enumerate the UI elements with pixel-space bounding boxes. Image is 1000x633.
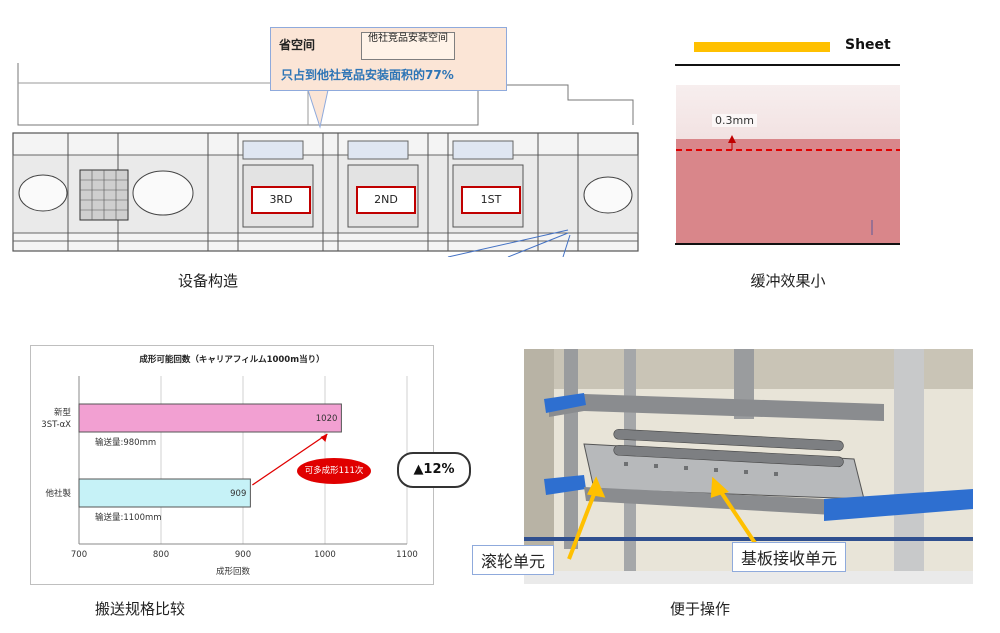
buffer-photo [676,85,900,243]
buffer-panel: Sheet 0.3mm 缓冲效果小 [660,0,1000,300]
unwind-roll [18,174,68,212]
comparison-chart: 成形可能回数（キャリアフィルム1000m当り） 700 800 900 1000 1100… [30,345,434,585]
chart-svg: 成形可能回数（キャリアフィルム1000m当り） 700 800 900 1000 1100… [41,354,418,577]
housing-outline [17,63,634,126]
competitor-space-box: 他社竞品安装空间 [361,32,455,60]
bar-sublabel: 输送量:980mm [95,437,156,448]
rewind-roll [583,176,633,214]
x-tick-label: 1100 [396,550,418,560]
middle-roll [132,170,194,216]
equipment-panel: 3RD 2ND 1ST 省空间 他社竞品安装空间 只占到他社竞品安装面积的77%… [0,0,660,300]
bar-sublabel: 输送量:1100mm [95,512,162,523]
caption-operation: 便于操作 [669,600,730,618]
operation-panel: 滚轮单元 基板接收单元 便于操作 [472,330,1000,633]
blue-rail-top [544,393,586,413]
stage-1st: 1ST [461,186,521,214]
improvement-badge: ▲12% [397,452,471,488]
film-layer [676,139,900,243]
sheet-legend-label: Sheet [845,37,891,53]
blue-rail-bottom [544,475,586,495]
bar-value-label: 909 [230,489,246,499]
roller-unit-label: 滚轮单元 [472,545,555,575]
stage-2nd: 2ND [356,186,416,214]
space-saving-callout: 省空间 他社竞品安装空间 只占到他社竞品安装面积的77% [270,27,507,91]
category-label: 他社製 [45,488,71,499]
bar [78,403,342,433]
caption-comparison: 搬送规格比较 [94,600,185,618]
thickness-label: 0.3mm [712,114,757,127]
bar [78,478,251,508]
top-rule [675,64,900,66]
increase-arrow [252,433,328,486]
sheet-legend-swatch [694,42,830,52]
category-label: 3ST-αX [41,420,71,430]
bottom-rule [675,243,900,245]
x-tick-label: 700 [71,550,87,560]
category-label: 新型 [54,407,72,418]
extra-cycles-oval: 可多成形111次 [297,458,371,484]
chart-title: 成形可能回数（キャリアフィルム1000m当り） [139,354,324,365]
stage-3rd: 3RD [251,186,311,214]
bar-value-label: 1020 [316,414,338,424]
sheet-legend [694,42,830,52]
caption-buffer: 缓冲效果小 [750,272,826,290]
x-tick-label: 900 [235,550,251,560]
caption-equipment: 设备构造 [177,272,238,290]
x-tick-label: 1000 [314,550,336,560]
x-axis-title: 成形回数 [216,566,251,577]
increase-arrowhead [320,434,328,442]
callout-note: 只占到他社竞品安装面积的77% [281,68,454,82]
comparison-panel: 成形可能回数（キャリアフィルム1000m当り） 700 800 900 1000 1100… [0,330,500,633]
equipment-drawing [12,63,639,257]
x-tick-label: 800 [153,550,169,560]
callout-title: 省空间 [279,38,316,52]
substrate-unit-label: 基板接收单元 [732,542,847,572]
